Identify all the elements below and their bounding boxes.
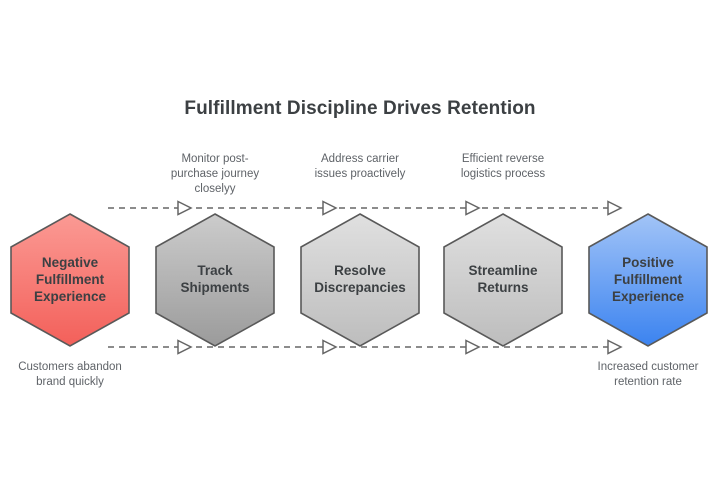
hexagon-resolve-discrepancies[interactable] xyxy=(300,213,420,347)
arrowhead-top-4 xyxy=(607,200,623,216)
caption-address-carrier-issues: Address carrier issues proactively xyxy=(314,153,406,180)
hexagon-negative-fulfillment-experience[interactable] xyxy=(10,213,130,347)
arrowhead-top-1 xyxy=(177,200,193,216)
page-title: Fulfillment Discipline Drives Retention xyxy=(184,98,536,119)
arrowhead-bottom-2 xyxy=(322,339,338,355)
hexagon-streamline-returns[interactable] xyxy=(443,213,563,347)
caption-efficient-reverse-logistics: Efficient reverse logistics process xyxy=(460,153,546,180)
arrowhead-top-3 xyxy=(465,200,481,216)
arrowhead-bottom-4 xyxy=(607,339,623,355)
connector-line-top xyxy=(108,200,623,216)
caption-customers-abandon-brand: Customers abandon brand quickly xyxy=(18,361,122,388)
arrowhead-bottom-3 xyxy=(465,339,481,355)
caption-increased-retention-rate: Increased customer retention rate xyxy=(597,361,699,388)
hexagon-positive-fulfillment-experience[interactable] xyxy=(588,213,708,347)
arrowhead-bottom-1 xyxy=(177,339,193,355)
hexagon-track-shipments[interactable] xyxy=(155,213,275,347)
caption-monitor-post-purchase-journey: Monitor post- purchase journey closelyy xyxy=(170,153,260,195)
connector-line-bottom xyxy=(108,339,623,355)
arrowhead-top-2 xyxy=(322,200,338,216)
